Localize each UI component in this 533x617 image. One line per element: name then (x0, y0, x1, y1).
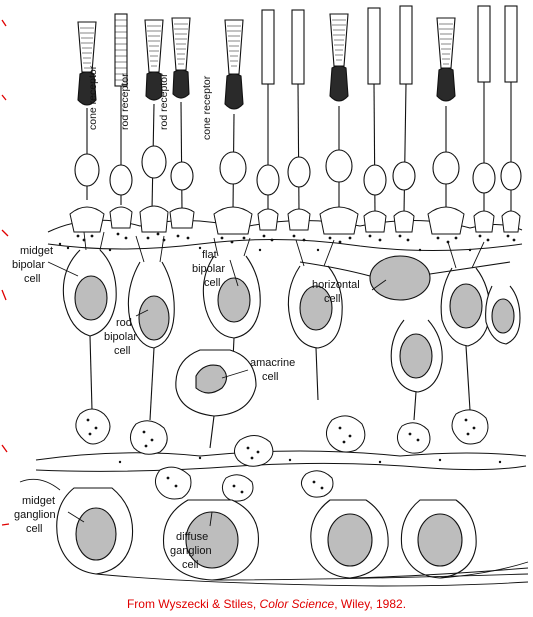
label-horizontal-1: horizontal (312, 279, 360, 291)
label-amacrine-1: amacrine (250, 357, 295, 369)
label-rod-bipolar-1: rod (116, 317, 132, 329)
label-diffuse-ganglion-2: ganglion (170, 545, 212, 557)
label-flat-bipolar-2: bipolar (192, 263, 225, 275)
caption-prefix: From Wyszecki & Stiles, (127, 597, 260, 611)
label-rod-bipolar-2: bipolar (104, 331, 137, 343)
label-cone-receptor-2: cone receptor (201, 75, 213, 140)
label-diffuse-ganglion-3: cell (182, 559, 199, 571)
label-midget-ganglion-1: midget (22, 495, 55, 507)
label-rod-bipolar-3: cell (114, 345, 131, 357)
label-amacrine-2: cell (262, 371, 279, 383)
label-midget-ganglion-3: cell (26, 523, 43, 535)
label-rod-receptor-1: rod receptor (119, 73, 131, 130)
label-flat-bipolar-3: cell (204, 277, 221, 289)
label-flat-bipolar-1: flat (202, 249, 217, 261)
label-diffuse-ganglion-1: diffuse (176, 531, 208, 543)
source-caption: From Wyszecki & Stiles, Color Science, W… (0, 597, 533, 611)
label-horizontal-2: cell (324, 293, 341, 305)
label-midget-ganglion-2: ganglion (14, 509, 56, 521)
caption-suffix: , Wiley, 1982. (334, 597, 406, 611)
label-midget-bipolar-2: bipolar (12, 259, 45, 271)
label-rod-receptor-2: rod receptor (158, 73, 170, 130)
label-cone-receptor-1: cone receptor (87, 65, 99, 130)
label-midget-bipolar-3: cell (24, 273, 41, 285)
caption-book-title: Color Science (260, 597, 335, 611)
label-midget-bipolar-1: midget (20, 245, 53, 257)
